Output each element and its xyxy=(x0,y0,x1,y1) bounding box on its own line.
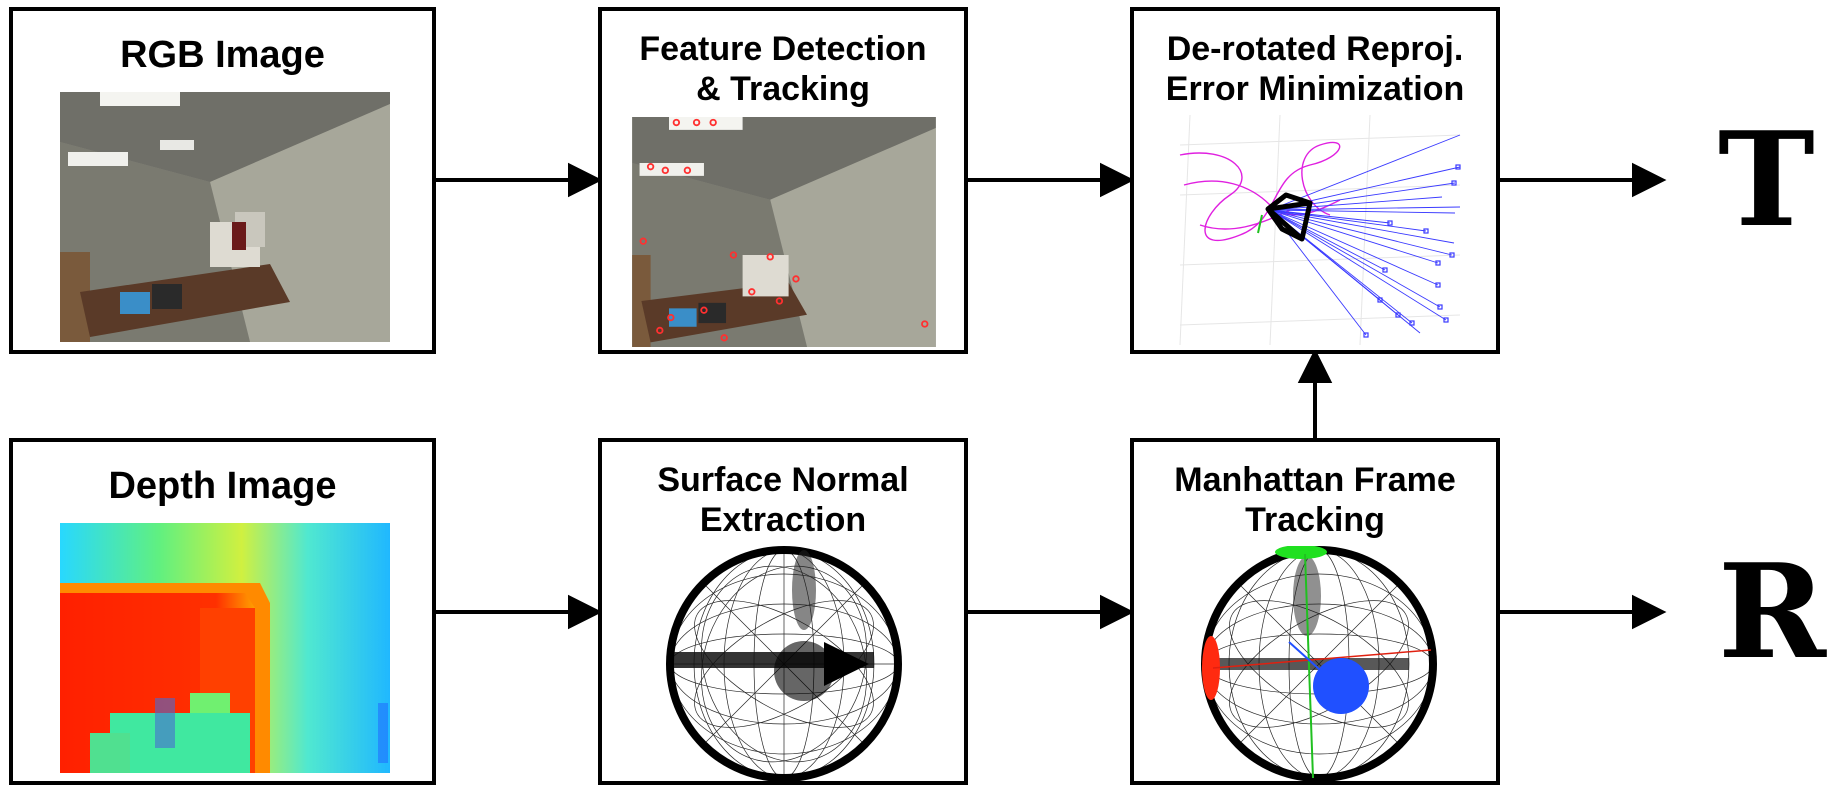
manhattan-sphere xyxy=(1201,546,1437,782)
translation-output: T xyxy=(1718,103,1815,256)
feature-tracking-thumbnail xyxy=(632,117,936,347)
manhattan-frame-title-line1: Manhattan Frame xyxy=(1174,461,1456,499)
reprojection-title-line2: Error Minimization xyxy=(1165,70,1465,108)
reprojection-plot xyxy=(1179,115,1461,346)
manhattan-frame-box: Manhattan Frame Tracking xyxy=(1130,438,1500,785)
depth-image-title: Depth Image xyxy=(108,465,337,507)
surface-normal-title-line1: Surface Normal xyxy=(657,461,909,499)
feature-detection-box: Feature Detection & Tracking xyxy=(598,7,968,354)
feature-detection-title-line1: Feature Detection xyxy=(639,30,927,68)
surface-normal-title-line2: Extraction xyxy=(699,501,867,539)
rgb-image-thumbnail xyxy=(60,92,390,342)
feature-detection-title-line2: & Tracking xyxy=(696,70,870,108)
depth-image-box: Depth Image xyxy=(9,438,436,785)
reprojection-title-line1: De-rotated Reproj. xyxy=(1166,30,1464,68)
rotation-output: R xyxy=(1718,535,1827,688)
surface-normal-box: Surface Normal Extraction xyxy=(598,438,968,785)
depth-image-thumbnail xyxy=(60,523,390,773)
rgb-image-title: RGB Image xyxy=(120,34,325,76)
reprojection-box: De-rotated Reproj. Error Minimization xyxy=(1130,7,1500,354)
manhattan-frame-title-line2: Tracking xyxy=(1245,501,1385,539)
rgb-image-box: RGB Image xyxy=(9,7,436,354)
normal-sphere xyxy=(666,546,902,782)
